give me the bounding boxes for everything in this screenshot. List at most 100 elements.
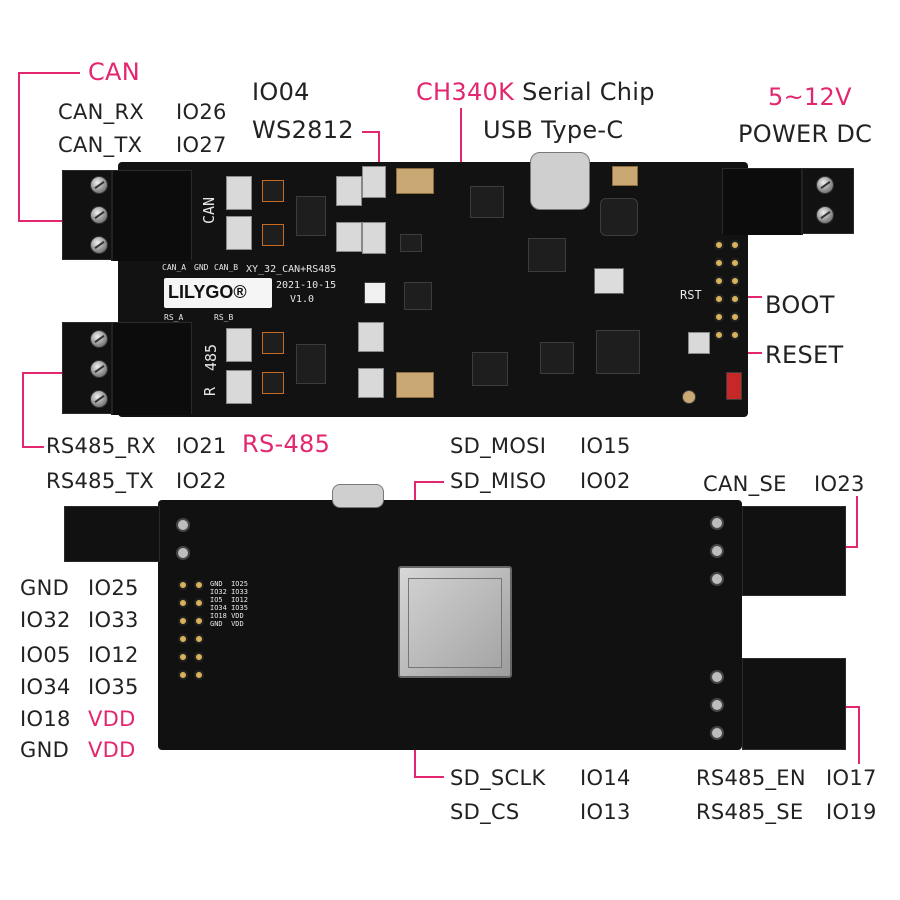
can-rx-label: CAN_RX bbox=[58, 100, 145, 124]
date-silk: 2021-10-15 bbox=[276, 280, 337, 291]
header-left-4: IO18 bbox=[20, 707, 71, 731]
power-screw-2-icon bbox=[816, 206, 834, 224]
tvs-diode-4 bbox=[226, 370, 252, 404]
rs485-callout-v bbox=[22, 372, 24, 448]
tvs-diode-3 bbox=[226, 328, 252, 362]
rs485-callout-bottom bbox=[22, 446, 44, 448]
header-left-3: IO34 bbox=[20, 675, 71, 699]
can-tx-label: CAN_TX bbox=[58, 133, 143, 157]
can-silk: CAN bbox=[200, 196, 219, 225]
can-a-silk: CAN_A bbox=[162, 263, 187, 272]
esp32-chip bbox=[596, 330, 640, 374]
usb-type-c-label: USB Type-C bbox=[483, 116, 624, 144]
capacitor-3 bbox=[612, 166, 638, 186]
ch340k-label: CH340K bbox=[416, 78, 515, 106]
sd-mosi-io: IO15 bbox=[580, 434, 631, 458]
choke-3 bbox=[362, 166, 386, 198]
antenna-pad bbox=[682, 390, 696, 404]
mount-pad-8 bbox=[710, 726, 724, 740]
bottom-usb-c-port bbox=[332, 484, 384, 508]
sd-cs-label: SD_CS bbox=[450, 800, 520, 824]
capacitor-2 bbox=[396, 372, 434, 398]
rs485-terminal-block bbox=[62, 322, 192, 415]
rs485-transceiver-chip bbox=[296, 344, 326, 384]
can-screw-2-icon bbox=[90, 206, 108, 224]
bottom-silk-pinmap: GND IO25 IO32 IO33 IO5 IO12 IO34 IO35 IO… bbox=[210, 580, 248, 628]
header-right-3: IO35 bbox=[88, 675, 139, 699]
tvs-diode-1 bbox=[226, 176, 252, 210]
sd-top-callout-h bbox=[414, 481, 444, 483]
sd-miso-label: SD_MISO bbox=[450, 469, 547, 493]
capacitor-1 bbox=[396, 168, 434, 194]
sd-sclk-io: IO14 bbox=[580, 766, 631, 790]
rs485-screw-3-icon bbox=[90, 390, 108, 408]
inductor bbox=[600, 198, 638, 236]
header-right-1: IO33 bbox=[88, 608, 139, 632]
choke-4 bbox=[362, 222, 386, 254]
rs485-choke-2 bbox=[358, 368, 384, 398]
sd-miso-io: IO02 bbox=[580, 469, 631, 493]
rs485-tx-label: RS485_TX bbox=[46, 469, 155, 493]
rst-silk: RST bbox=[680, 288, 702, 302]
model-silk: XY_32_CAN+RS485 bbox=[246, 264, 337, 275]
rs485-screw-2-icon bbox=[90, 360, 108, 378]
bottom-right-terminal-top bbox=[742, 506, 846, 596]
ws2812-callout-h bbox=[362, 131, 380, 133]
header-right-2: IO12 bbox=[88, 643, 139, 667]
common-mode-choke-1 bbox=[336, 176, 362, 206]
common-mode-choke-2 bbox=[336, 222, 362, 252]
power-dc-label: POWER DC bbox=[738, 120, 873, 148]
rs485-tx-io: IO22 bbox=[176, 469, 227, 493]
regulator-chip bbox=[404, 282, 432, 310]
tvs-diode-2 bbox=[226, 216, 252, 250]
mount-pad-5 bbox=[710, 572, 724, 586]
mount-pad-2 bbox=[176, 546, 190, 560]
bottom-left-terminal-block bbox=[64, 506, 160, 562]
can-se-io: IO23 bbox=[814, 472, 865, 496]
gnd-silk: GND bbox=[194, 263, 209, 272]
sd-mosi-label: SD_MOSI bbox=[450, 434, 547, 458]
ch340k-chip bbox=[528, 238, 566, 272]
rs485-title: RS-485 bbox=[242, 430, 331, 458]
header-right-4: VDD bbox=[88, 707, 136, 731]
sd-cs-io: IO13 bbox=[580, 800, 631, 824]
can-rx-io: IO26 bbox=[176, 100, 227, 124]
boot-button[interactable] bbox=[594, 268, 624, 294]
rs485-en-callout-h bbox=[834, 706, 860, 708]
header-left-5: GND bbox=[20, 738, 70, 762]
rs485-screw-1-icon bbox=[90, 330, 108, 348]
r485-silk: 485 bbox=[202, 343, 221, 372]
can-screw-1-icon bbox=[90, 176, 108, 194]
can-callout-vertical bbox=[18, 72, 20, 222]
reset-label: RESET bbox=[765, 341, 844, 369]
power-ic bbox=[470, 186, 504, 218]
flash-ic bbox=[472, 352, 508, 386]
fuse-3 bbox=[262, 332, 284, 354]
can-screw-3-icon bbox=[90, 236, 108, 254]
boot-label: BOOT bbox=[765, 291, 835, 319]
voltage-label: 5~12V bbox=[768, 83, 852, 111]
fuse-2 bbox=[262, 224, 284, 246]
serial-chip-label: CH340K Serial Chip bbox=[416, 80, 655, 104]
header-right-5: VDD bbox=[88, 738, 136, 762]
mount-pad-4 bbox=[710, 544, 724, 558]
io04-label: IO04 bbox=[252, 78, 310, 106]
bottom-pin-header bbox=[178, 580, 208, 690]
rs485-rx-io: IO21 bbox=[176, 434, 227, 458]
header-left-2: IO05 bbox=[20, 643, 71, 667]
lilygo-logo-text: LILYGO® bbox=[168, 282, 247, 302]
bottom-right-terminal-bottom bbox=[742, 658, 846, 750]
rs485-choke-1 bbox=[358, 322, 384, 352]
header-left-1: IO32 bbox=[20, 608, 71, 632]
power-terminal-block bbox=[722, 168, 854, 235]
can-tx-io: IO27 bbox=[176, 133, 227, 157]
rs485-se-label: RS485_SE bbox=[696, 800, 804, 824]
power-screw-1-icon bbox=[816, 176, 834, 194]
usb-c-port bbox=[530, 152, 590, 210]
reset-button[interactable] bbox=[688, 332, 710, 354]
ws2812-label: WS2812 bbox=[252, 116, 354, 144]
rs485-se-io: IO19 bbox=[826, 800, 877, 824]
mount-pad-7 bbox=[710, 698, 724, 712]
mount-pad-3 bbox=[710, 516, 724, 530]
mount-pad-6 bbox=[710, 670, 724, 684]
